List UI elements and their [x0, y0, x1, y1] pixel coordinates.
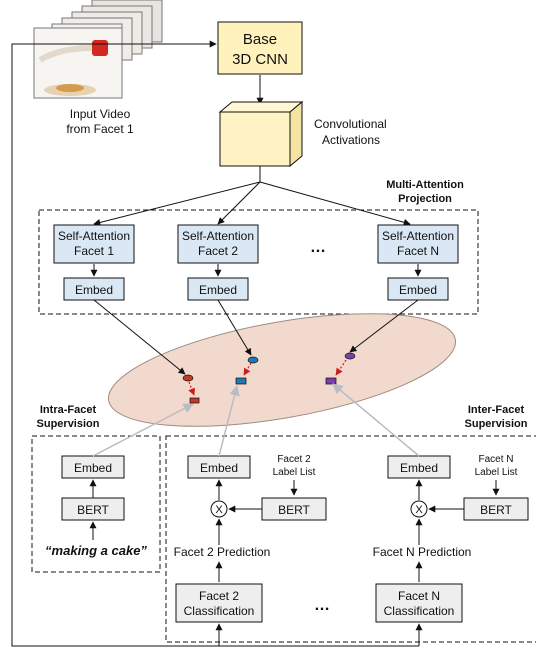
embed-facet-1-label: Embed — [75, 283, 113, 297]
input-video-label-2: from Facet 1 — [66, 122, 134, 136]
text-embedding-n-marker — [325, 377, 337, 385]
input-video-label-1: Input Video — [70, 107, 131, 121]
san-label-1: Self-Attention — [382, 229, 454, 243]
facet2-multiply-symbol: X — [215, 504, 223, 516]
multi-attention-label-2: Projection — [398, 193, 452, 205]
sa2-label-2: Facet 2 — [198, 244, 238, 258]
input-video-frames — [33, 0, 163, 99]
base-cnn-label-2: 3D CNN — [232, 51, 288, 68]
red-pitcher-icon — [92, 40, 108, 56]
facet-ellipsis-top: … — [310, 239, 326, 256]
facetn-multiply-node — [410, 500, 428, 518]
facetn-class-label-1: Facet N — [398, 589, 440, 603]
fanout-arrow-1 — [93, 181, 261, 226]
self-attention-facet-2 — [177, 224, 259, 264]
multi-attention-label-1: Multi-Attention — [386, 179, 464, 191]
embed-facet-n-label: Embed — [399, 283, 437, 297]
feedback-loop-line — [11, 43, 419, 647]
inter-facet-label-1: Inter-Facet — [468, 404, 525, 416]
fanout-arrow-n — [259, 181, 411, 226]
embed-facet-2-label: Embed — [199, 283, 237, 297]
facet2-label-list-2: Label List — [273, 467, 316, 478]
video-embedding-2-marker — [247, 356, 259, 364]
intra-bert-label: BERT — [77, 503, 109, 517]
intra-embed-label: Embed — [74, 461, 112, 475]
facetn-distance-arrow — [335, 359, 347, 376]
facetn-embed-label: Embed — [400, 461, 438, 475]
facetn-multiply-symbol: X — [415, 504, 423, 516]
facetn-embed-projection-arrow — [332, 383, 420, 457]
fanout-arrow-2 — [217, 181, 261, 225]
intra-embed-projection-arrow — [92, 403, 194, 457]
facet2-prediction-label: Facet 2 Prediction — [174, 545, 271, 559]
facet2-embed-projection-arrow — [218, 384, 240, 457]
text-embedding-1-marker — [189, 397, 200, 404]
base-cnn-label-1: Base — [243, 31, 277, 48]
facet2-class-label-2: Classification — [184, 604, 255, 618]
sa1-label-2: Facet 1 — [74, 244, 114, 258]
conv-activations-label-1: Convolutional — [314, 117, 387, 131]
facetn-bert-label: BERT — [480, 503, 512, 517]
san-label-2: Facet N — [397, 244, 439, 258]
facet2-embed-label: Embed — [200, 461, 238, 475]
facet2-multiply-node — [210, 500, 228, 518]
facetn-class-label-2: Classification — [384, 604, 455, 618]
facetn-label-list-2: Label List — [475, 467, 518, 478]
facet-ellipsis-bottom: … — [314, 597, 330, 614]
sa1-label-1: Self-Attention — [58, 229, 130, 243]
sa2-label-1: Self-Attention — [182, 229, 254, 243]
embedn-projection-arrow — [349, 299, 419, 353]
facetn-label-list-1: Facet N — [478, 454, 513, 465]
embed2-projection-arrow — [217, 299, 252, 356]
embed1-projection-arrow — [93, 299, 186, 375]
video-frame-front — [33, 27, 123, 99]
intra-facet-label-1: Intra-Facet — [40, 404, 97, 416]
intra-facet-group — [31, 435, 161, 573]
base-3d-cnn-box — [217, 21, 303, 75]
video-embedding-n-marker — [344, 352, 356, 360]
self-attention-facet-n — [377, 224, 459, 264]
inter-facet-group — [165, 435, 536, 643]
facetn-classification-box — [375, 583, 463, 623]
facet2-class-label-1: Facet 2 — [199, 589, 239, 603]
facet2-classification-box — [175, 583, 263, 623]
facetn-prediction-label: Facet N Prediction — [373, 545, 472, 559]
intra-facet-label-2: Supervision — [37, 418, 100, 430]
conv-activations-label-2: Activations — [322, 133, 380, 147]
facet2-label-list-1: Facet 2 — [277, 454, 311, 465]
activations-cube — [218, 100, 304, 168]
video-embedding-1-marker — [182, 374, 194, 382]
self-attention-facet-1 — [53, 224, 135, 264]
text-embedding-2-marker — [235, 377, 247, 385]
facet2-bert-label: BERT — [278, 503, 310, 517]
inter-facet-label-2: Supervision — [465, 418, 528, 430]
caption-text: “making a cake” — [45, 543, 147, 558]
multi-attention-group — [38, 209, 479, 315]
